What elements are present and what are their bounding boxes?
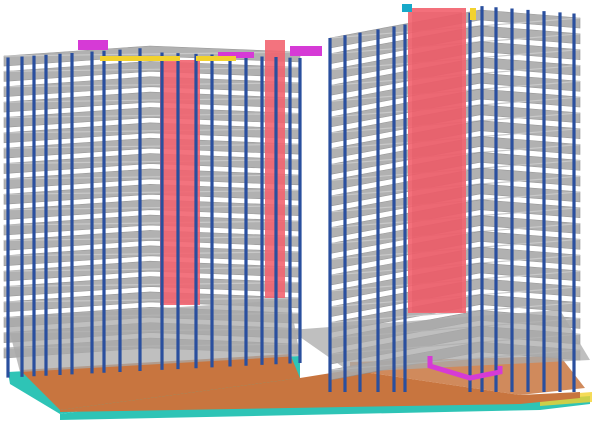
- slab-left-edge: [3, 205, 301, 211]
- core-wall-right-shade: [412, 12, 462, 312]
- slab-left-edge: [3, 128, 301, 134]
- roof-accent-yellow: [470, 8, 476, 20]
- podium-floor-front: [60, 370, 580, 412]
- slab-left-edge: [3, 174, 301, 180]
- slab-right-lower-podium: [290, 310, 590, 372]
- slab-left-edge: [3, 297, 301, 303]
- columns: [6, 6, 576, 392]
- roof-beam-yellow-1: [100, 56, 180, 61]
- slab-left-edge: [3, 251, 301, 257]
- slab-left-edge: [3, 281, 301, 288]
- roof-equipment-1: [78, 40, 108, 50]
- slab-left-edge: [3, 143, 301, 149]
- roof-equipment-3: [218, 52, 254, 58]
- core-walls: [160, 8, 466, 313]
- slab-left-lower-podium: [6, 300, 300, 372]
- roof-beam-yellow-2: [196, 56, 236, 61]
- slab-left-edge: [3, 158, 301, 165]
- slab-left-edge: [3, 66, 301, 72]
- slab-left-edge: [3, 235, 301, 242]
- slab-left-edge: [3, 189, 301, 195]
- slab-left-edge: [3, 97, 301, 103]
- slab-left-edge: [3, 82, 301, 88]
- podium-equipment-magenta: [427, 356, 503, 381]
- core-wall-right: [408, 8, 466, 313]
- slab-left-edge: [3, 112, 301, 119]
- left-tower-slabs: [3, 45, 301, 372]
- slab-left-edge: [3, 266, 301, 272]
- roof-equipment-2: [290, 46, 322, 56]
- core-wall-left-a: [160, 60, 200, 305]
- roof-accent-cyan: [402, 4, 412, 12]
- roof-equipment: [78, 4, 503, 381]
- slab-left-edge: [3, 220, 301, 226]
